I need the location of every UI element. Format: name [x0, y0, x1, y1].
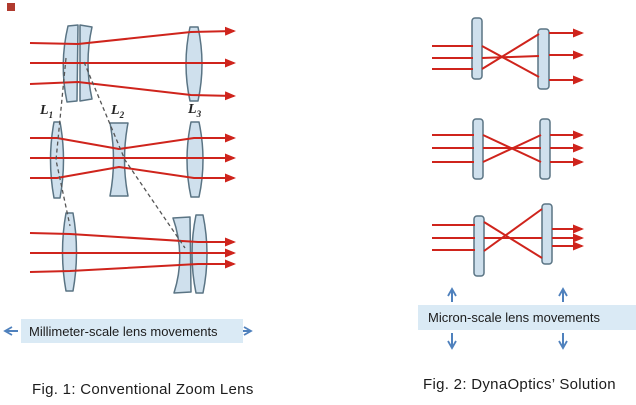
ray [29, 259, 236, 273]
fig1-movement-label-box: Millimeter-scale lens movements [21, 319, 243, 343]
lens-plate-right [541, 203, 553, 265]
lens-plate-right [539, 118, 551, 180]
ray [481, 33, 540, 70]
fig2-row1-wide-config [432, 17, 584, 90]
ray [481, 45, 540, 78]
ray [29, 232, 236, 247]
fig2-caption: Fig. 2: DynaOptics’ Solution [423, 376, 616, 393]
fig2-movement-label: Micron-scale lens movements [428, 310, 600, 325]
ray [481, 55, 540, 59]
fig1-row3-tele-config [29, 212, 236, 294]
fig1-movement-label: Millimeter-scale lens movements [29, 323, 218, 339]
ray [30, 133, 236, 150]
lens-concave-element [172, 216, 192, 294]
ray [482, 134, 542, 163]
lens-label-L3: L3 [188, 102, 202, 119]
ray [29, 26, 236, 45]
lens-movement-dashed-line [83, 61, 186, 249]
ray [30, 166, 236, 183]
lens-label-L1: L1 [40, 103, 54, 120]
fig1-row2-mid-config [30, 121, 236, 199]
lens-plate-left [472, 118, 484, 180]
fig2-row2-mid-config [432, 118, 584, 180]
ray [483, 208, 543, 252]
fig1-caption: Fig. 1: Conventional Zoom Lens [32, 381, 254, 398]
lens-L3 [186, 121, 204, 198]
lens-movement-dashed-line [55, 57, 71, 227]
fig2-row3-tele-config [432, 203, 584, 277]
ray [29, 81, 236, 101]
lens-plate-left [471, 17, 483, 80]
lens-plate-right [537, 28, 550, 90]
lens-plate-left [473, 215, 485, 277]
lens-label-L2: L2 [111, 103, 125, 120]
fig2-movement-label-box: Micron-scale lens movements [418, 305, 636, 330]
ray [483, 221, 543, 259]
corner-mark [7, 3, 15, 11]
fig1-row1-wide-config [29, 24, 236, 103]
